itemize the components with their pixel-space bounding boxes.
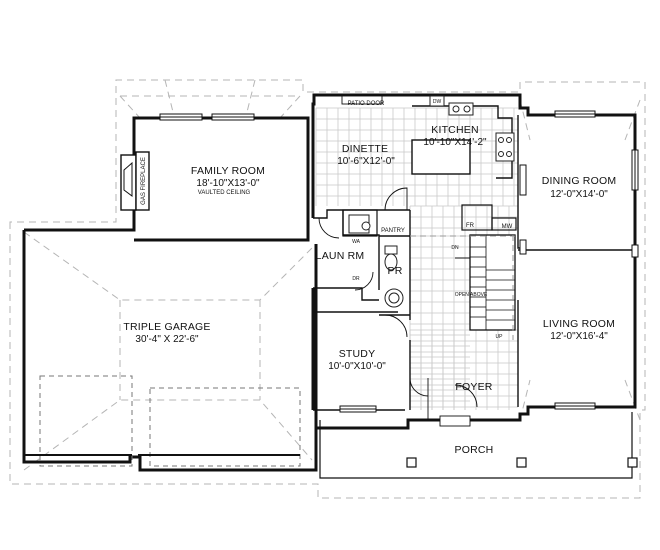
family-room-dims: 18'-10"X13'-0"	[196, 178, 260, 189]
dining-room-name: DINING ROOM	[542, 175, 617, 187]
study-dims: 10'-0"X10'-0"	[328, 361, 386, 372]
kitchen-dims: 10'-10"X14'-2"	[423, 137, 487, 148]
pantry-label: PANTRY	[381, 228, 405, 234]
open-above-label: OPEN ABOVE	[455, 292, 488, 298]
laundry-name: LAUN RM	[316, 250, 365, 262]
porch-name: PORCH	[455, 444, 494, 456]
roof-outline	[9, 79, 646, 499]
porch	[319, 412, 638, 479]
annotations: PATIO DOOR GAS FIREPLACE PANTRY FR MW DN…	[141, 99, 513, 340]
interior-walls	[313, 115, 635, 411]
garage-name: TRIPLE GARAGE	[123, 321, 210, 333]
gas-fireplace-label: GAS FIREPLACE	[141, 157, 147, 205]
gas-fireplace	[120, 151, 150, 211]
dishwasher-label: DW	[433, 99, 442, 105]
living-room-dims: 12'-0"X16'-4"	[550, 331, 608, 342]
dinette-name: DINETTE	[342, 143, 388, 155]
family-room-note: VAULTED CEILING	[198, 190, 251, 196]
washer-label: WA	[352, 239, 361, 245]
microwave-label: MW	[502, 224, 513, 230]
room-labels: FAMILY ROOM 18'-10"X13'-0" VAULTED CEILI…	[123, 124, 616, 456]
fixtures	[348, 214, 404, 308]
foyer-name: FOYER	[455, 381, 492, 393]
dinette-dims: 10'-6"X12'-0"	[337, 156, 395, 167]
stairs	[455, 234, 516, 331]
down-label: DN	[451, 245, 459, 251]
up-label: UP	[496, 334, 504, 340]
doors	[318, 95, 478, 427]
study-name: STUDY	[339, 348, 376, 360]
dryer-label: DR	[352, 276, 360, 282]
family-room-name: FAMILY ROOM	[191, 165, 265, 177]
fridge-label: FR	[466, 223, 475, 229]
kitchen-counters	[411, 95, 515, 179]
garage-dims: 30'-4" X 22'-6"	[135, 334, 199, 345]
dining-room-dims: 12'-0"X14'-0"	[550, 189, 608, 200]
kitchen-name: KITCHEN	[431, 124, 479, 136]
ceiling-lines	[410, 235, 515, 340]
powder-room-name: PR	[388, 265, 403, 277]
garage-doors	[24, 375, 301, 467]
living-room-name: LIVING ROOM	[543, 318, 615, 330]
patio-door-label: PATIO DOOR	[348, 101, 385, 107]
windows	[159, 110, 639, 413]
